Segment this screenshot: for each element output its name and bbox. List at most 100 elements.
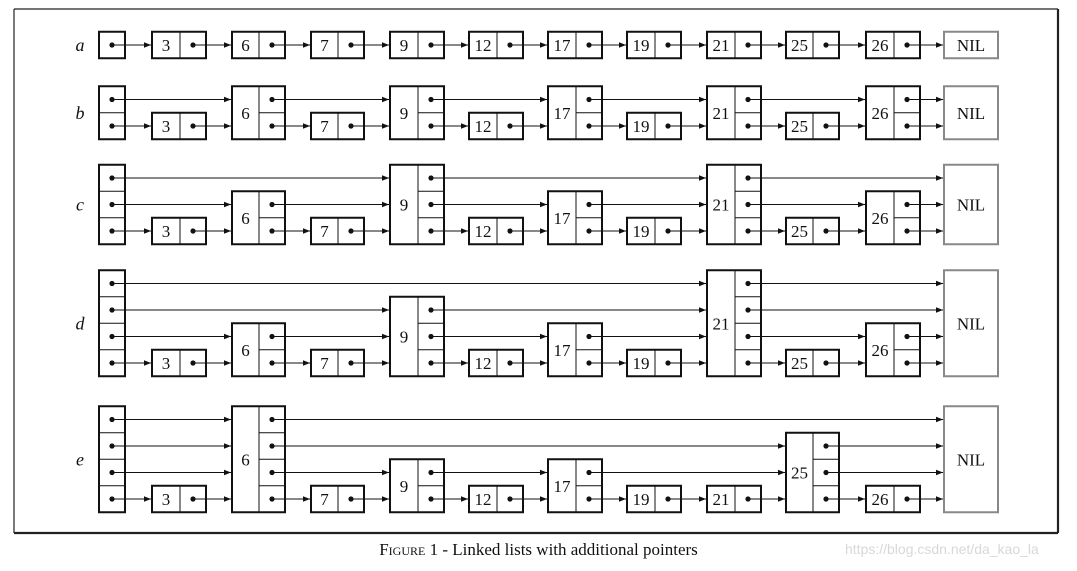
node-key: 3: [162, 354, 171, 373]
node-key: 12: [475, 222, 492, 241]
node-key: 17: [554, 104, 572, 123]
nil-label: NIL: [957, 36, 985, 55]
node-key: 12: [475, 117, 492, 136]
node-key: 6: [241, 209, 250, 228]
node-key: 19: [633, 36, 650, 55]
node-key: 12: [475, 36, 492, 55]
node-key: 9: [400, 477, 409, 496]
watermark: https://blog.csdn.net/da_kao_la: [845, 541, 1039, 557]
node-key: 6: [241, 450, 250, 469]
list-node: 17: [547, 322, 603, 378]
node-key: 19: [633, 354, 650, 373]
list-node: 17: [547, 458, 603, 514]
node-key: 17: [554, 477, 572, 496]
head-node: [98, 269, 126, 378]
list-node: 21: [706, 30, 762, 60]
nil-node: NIL: [943, 269, 999, 378]
figure-caption: Figure 1 - Linked lists with additional …: [0, 540, 1077, 560]
node-key: 25: [791, 464, 808, 483]
node-key: 6: [241, 104, 250, 123]
outer-frame: [13, 8, 1060, 535]
node-key: 3: [162, 117, 171, 136]
list-node: 26: [865, 30, 921, 60]
list-node: 21: [706, 269, 762, 378]
list-node: 26: [865, 322, 921, 378]
list-node: 26: [865, 85, 921, 141]
nil-node: NIL: [943, 30, 999, 60]
node-key: 26: [872, 490, 889, 509]
list-label: e: [76, 449, 84, 469]
node-key: 7: [320, 222, 329, 241]
node-key: 17: [554, 341, 572, 360]
list-node: 6: [231, 405, 286, 514]
node-key: 21: [713, 314, 730, 333]
node-key: 9: [400, 328, 409, 347]
node-key: 7: [320, 490, 329, 509]
node-key: 7: [320, 36, 329, 55]
head-node: [98, 85, 126, 141]
nil-node: NIL: [943, 163, 999, 246]
nil-label: NIL: [957, 196, 985, 215]
node-key: 26: [872, 104, 889, 123]
list-node: 6: [231, 85, 286, 141]
node-key: 3: [162, 222, 171, 241]
list-node: 3: [151, 348, 207, 378]
list-node: 19: [626, 484, 682, 514]
nil-label: NIL: [957, 450, 985, 469]
list-b: b 3 6 7 9 12 17 19 21 25 26 NIL: [76, 85, 999, 141]
list-node: 6: [231, 190, 286, 246]
node-key: 19: [633, 490, 650, 509]
node-key: 12: [475, 354, 492, 373]
node-key: 7: [320, 354, 329, 373]
node-key: 9: [400, 104, 409, 123]
list-a: a 3 6 7 9 12 17 19 21 25 26 NIL: [76, 30, 999, 60]
node-key: 19: [633, 117, 650, 136]
list-node: 7: [310, 348, 365, 378]
nil-label: NIL: [957, 314, 985, 333]
node-key: 26: [872, 36, 889, 55]
node-key: 21: [713, 104, 730, 123]
head-node: [98, 405, 126, 514]
node-key: 17: [554, 36, 572, 55]
node-key: 25: [791, 36, 808, 55]
list-node: 26: [865, 190, 921, 246]
node-key: 3: [162, 36, 171, 55]
caption-prefix: Figure: [379, 540, 426, 559]
list-node: 21: [706, 85, 762, 141]
list-node: 6: [231, 322, 286, 378]
node-key: 12: [475, 490, 492, 509]
node-key: 17: [554, 209, 572, 228]
node-key: 21: [713, 196, 730, 215]
nil-node: NIL: [943, 405, 999, 514]
list-label: b: [76, 103, 85, 123]
node-key: 3: [162, 490, 171, 509]
node-key: 9: [400, 196, 409, 215]
node-key: 6: [241, 36, 250, 55]
list-c: c 3 6 7 9 12 17 19 21 25 26 NIL: [76, 163, 999, 246]
list-node: 6: [231, 30, 286, 60]
node-key: 7: [320, 117, 329, 136]
list-node: 3: [151, 111, 207, 141]
node-key: 26: [872, 341, 889, 360]
list-e: e 3 6 7 9 12 17 19 21 25 26 NIL: [76, 405, 999, 514]
list-label: c: [76, 195, 84, 215]
node-key: 25: [791, 117, 808, 136]
node-key: 26: [872, 209, 889, 228]
node-key: 9: [400, 36, 409, 55]
list-label: d: [76, 313, 86, 333]
list-label: a: [76, 35, 85, 55]
node-key: 21: [713, 490, 730, 509]
caption-text: 1 - Linked lists with additional pointer…: [429, 540, 698, 559]
node-key: 21: [713, 36, 730, 55]
list-node: 17: [547, 85, 603, 141]
node-key: 19: [633, 222, 650, 241]
node-key: 6: [241, 341, 250, 360]
list-node: 12: [468, 30, 524, 60]
nil-node: NIL: [943, 85, 999, 141]
list-node: 17: [547, 190, 603, 246]
node-key: 25: [791, 222, 808, 241]
list-node: 25: [785, 111, 840, 141]
